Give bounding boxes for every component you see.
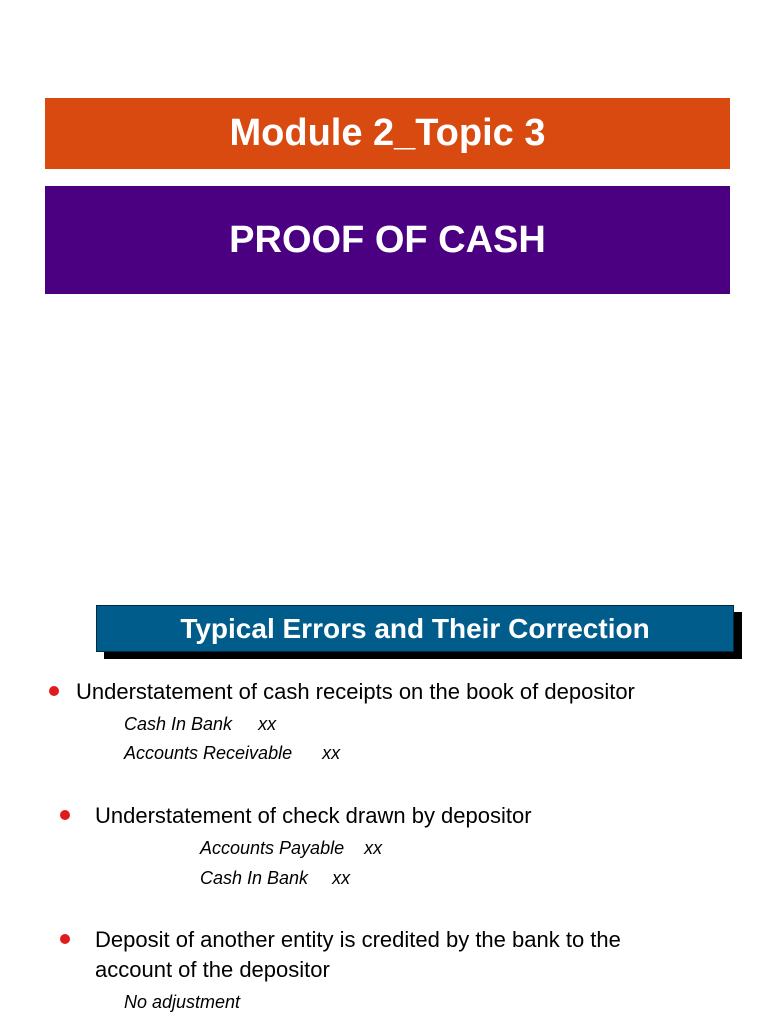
list-item-text: account of the depositor <box>95 957 330 982</box>
entry-amount: xx <box>364 838 383 858</box>
entry-account: Accounts Payable <box>200 838 345 858</box>
journal-entry-line: Accounts Payable xx <box>200 836 382 860</box>
entry-amount: xx <box>322 743 341 763</box>
journal-entry-line: Accounts Receivable xx <box>124 741 340 765</box>
list-item-text: Understatement of cash receipts on the b… <box>76 679 635 704</box>
bullet-icon <box>60 934 70 944</box>
journal-entry-line: Cash In Bank xx <box>200 866 350 890</box>
section-header: Typical Errors and Their Correction <box>96 605 734 652</box>
bullet-icon <box>60 810 70 820</box>
adjustment-note: No adjustment <box>124 992 241 1012</box>
title-banner: PROOF OF CASH <box>45 186 730 294</box>
section-title: Typical Errors and Their Correction <box>180 612 650 644</box>
entry-amount: xx <box>258 714 277 734</box>
bullet-icon <box>49 686 59 696</box>
module-title: Module 2_Topic 3 <box>229 112 546 154</box>
list-item-text: Understatement of check drawn by deposit… <box>95 803 532 828</box>
list-item-text: Deposit of another entity is credited by… <box>95 927 621 952</box>
page-title: PROOF OF CASH <box>229 218 546 261</box>
entry-amount: xx <box>332 868 351 888</box>
entry-account: Accounts Receivable <box>124 743 293 763</box>
entry-account: Cash In Bank <box>200 868 309 888</box>
module-banner: Module 2_Topic 3 <box>45 98 730 169</box>
entry-account: Cash In Bank <box>124 714 233 734</box>
journal-entry-line: Cash In Bank xx <box>124 712 276 736</box>
